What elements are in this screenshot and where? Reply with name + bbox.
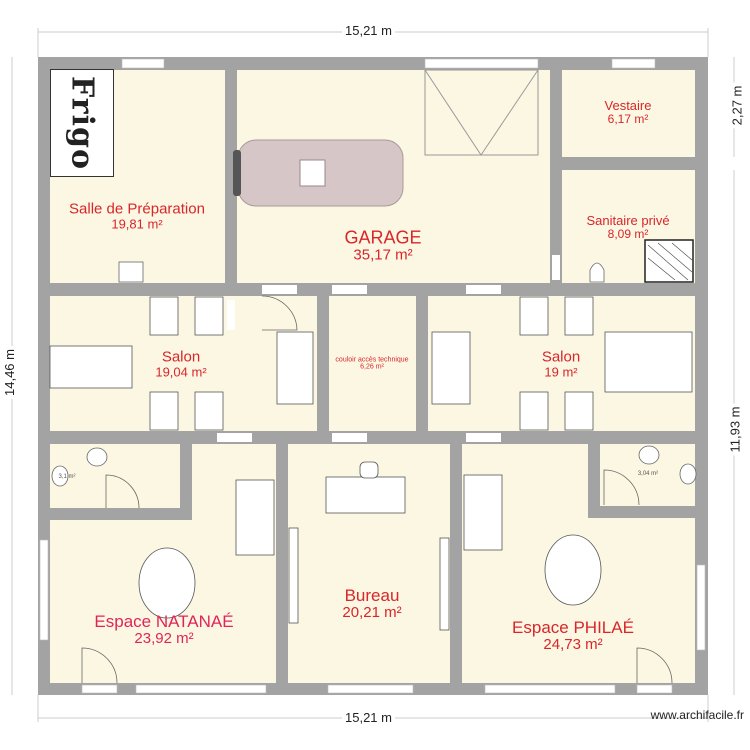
furniture [49,296,693,631]
dining-table-icon [138,547,196,619]
washbasin-icon [86,447,108,467]
shelf-icon [288,527,299,624]
dining-table-icon [544,534,602,606]
toilet-icon [51,465,69,487]
shower-icon [644,239,694,283]
room-name: Bureau [344,586,400,606]
armchair-icon [564,296,594,336]
bed-icon [49,345,133,389]
door-openings [217,255,560,442]
room-name: Salon [161,348,201,366]
fridge: Frigo [50,69,114,177]
dimension-left: 14,46 m [1,346,17,399]
room-name: Salon [541,348,581,366]
room-area: 19,81 m² [111,216,163,232]
armchair-icon [149,391,179,431]
door-swings [81,295,673,684]
windows [39,58,706,694]
toilet-icon [589,262,605,283]
sink-icon [118,261,144,283]
room-name: Salle de Préparation [69,200,205,218]
armchair-icon [519,391,549,431]
armchair-icon [194,391,224,431]
room-name: Espace PHILAÉ [512,618,634,638]
room-name: GARAGE [344,227,422,248]
room-area: 24,73 m² [543,636,603,654]
dimension-right-top: 2,27 m [729,82,745,129]
watermark: www.archifacile.fr [650,708,744,722]
washbasin-icon [638,445,660,465]
room-area: 20,21 m² [342,604,402,622]
sofa-icon [463,474,503,551]
dimension-bottom: 15,21 m [342,710,395,725]
room-wc-left-area: 3,1 m² [58,473,76,480]
shelf-icon [439,537,450,631]
sofa-icon [235,479,275,556]
room-area: 23,92 m² [134,630,194,648]
armchair-icon [564,391,594,431]
armchair-icon [194,296,224,336]
dimension-right-bottom: 11,93 m [727,403,743,456]
floor-vestaire [562,70,695,157]
garage-door [424,69,539,156]
dimension-top: 15,21 m [342,23,395,38]
room-name: Sanitaire privé [586,212,670,228]
fridge-label: Frigo [64,76,100,170]
room-area: 6,26 m² [360,364,384,371]
room-area: 19 m² [544,364,578,380]
toilet-icon [679,463,697,485]
sofa-icon [431,331,471,405]
room-area: 6,17 m² [607,111,649,126]
chair-icon [359,461,379,479]
desk-icon [325,476,406,514]
room-area: 35,17 m² [353,246,413,264]
room-name: couloir accès technique [335,356,409,364]
room-area: 19,04 m² [155,364,207,380]
floor-couloir [329,296,416,431]
car-icon [233,139,404,207]
room-wc-right-area: 3,04 m² [637,470,659,477]
room-name: Vestaire [604,97,652,113]
shower-hatching [647,242,693,281]
room-name: Espace NATANAÉ [94,612,234,632]
armchair-icon [519,296,549,336]
bed-icon [604,331,693,393]
armchair-icon [149,296,179,336]
room-area: 8,09 m² [607,226,649,241]
sofa-icon [276,331,314,405]
